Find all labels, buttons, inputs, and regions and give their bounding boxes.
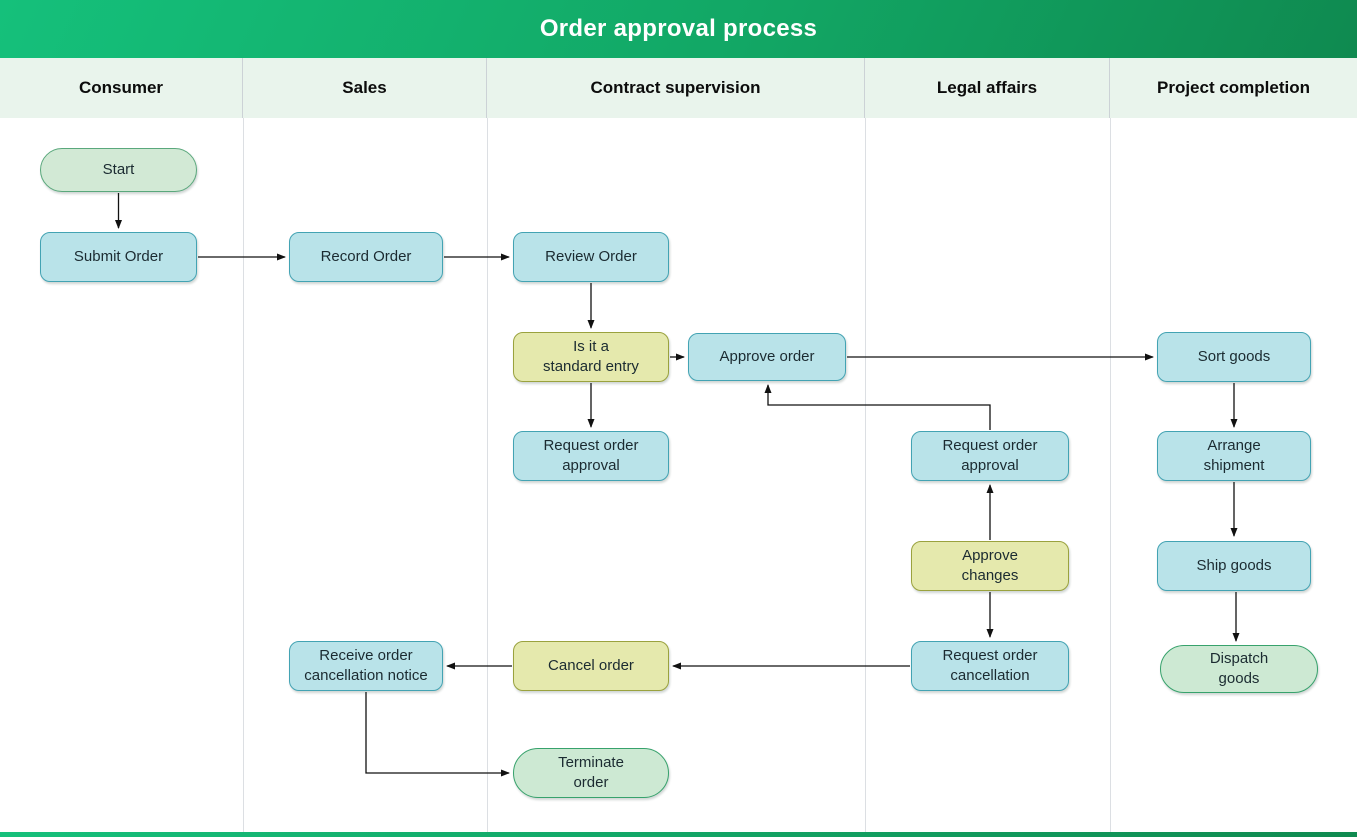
node-request-order-approval-contract[interactable]: Request order approval xyxy=(513,431,669,481)
lane-divider-4 xyxy=(1110,118,1111,832)
node-terminate-order[interactable]: Terminate order xyxy=(513,748,669,798)
node-submit-order[interactable]: Submit Order xyxy=(40,232,197,282)
title-bar: Order approval process xyxy=(0,0,1357,58)
node-approve-changes[interactable]: Approve changes xyxy=(911,541,1069,591)
node-start[interactable]: Start xyxy=(40,148,197,192)
node-arrange-shipment[interactable]: Arrange shipment xyxy=(1157,431,1311,481)
node-request-order-cancellation[interactable]: Request order cancellation xyxy=(911,641,1069,691)
lane-header-row: Consumer Sales Contract supervision Lega… xyxy=(0,58,1357,118)
edge-receive-cancellation-notice-to-terminate-order xyxy=(365,692,510,777)
node-is-standard-entry[interactable]: Is it a standard entry xyxy=(513,332,669,382)
node-dispatch-goods[interactable]: Dispatch goods xyxy=(1160,645,1318,693)
node-cancel-order[interactable]: Cancel order xyxy=(513,641,669,691)
lane-header-project-completion: Project completion xyxy=(1156,78,1311,97)
lane-header-legal-affairs: Legal affairs xyxy=(865,58,1110,118)
node-ship-goods[interactable]: Ship goods xyxy=(1157,541,1311,591)
node-sort-goods[interactable]: Sort goods xyxy=(1157,332,1311,382)
bottom-accent-bar xyxy=(0,832,1357,837)
node-receive-cancellation-notice[interactable]: Receive order cancellation notice xyxy=(289,641,443,691)
lane-header-consumer: Consumer xyxy=(0,58,243,118)
node-approve-order[interactable]: Approve order xyxy=(688,333,846,381)
lane-header-sales: Sales xyxy=(243,58,487,118)
node-record-order[interactable]: Record Order xyxy=(289,232,443,282)
node-review-order[interactable]: Review Order xyxy=(513,232,669,282)
edge-request-order-approval-to-approve-order xyxy=(764,384,991,430)
lane-header-contract-supervision: Contract supervision xyxy=(487,58,865,118)
lane-divider-3 xyxy=(865,118,866,832)
lane-divider-1 xyxy=(243,118,244,832)
lane-divider-2 xyxy=(487,118,488,832)
page-title: Order approval process xyxy=(539,15,818,42)
node-request-order-approval-legal[interactable]: Request order approval xyxy=(911,431,1069,481)
